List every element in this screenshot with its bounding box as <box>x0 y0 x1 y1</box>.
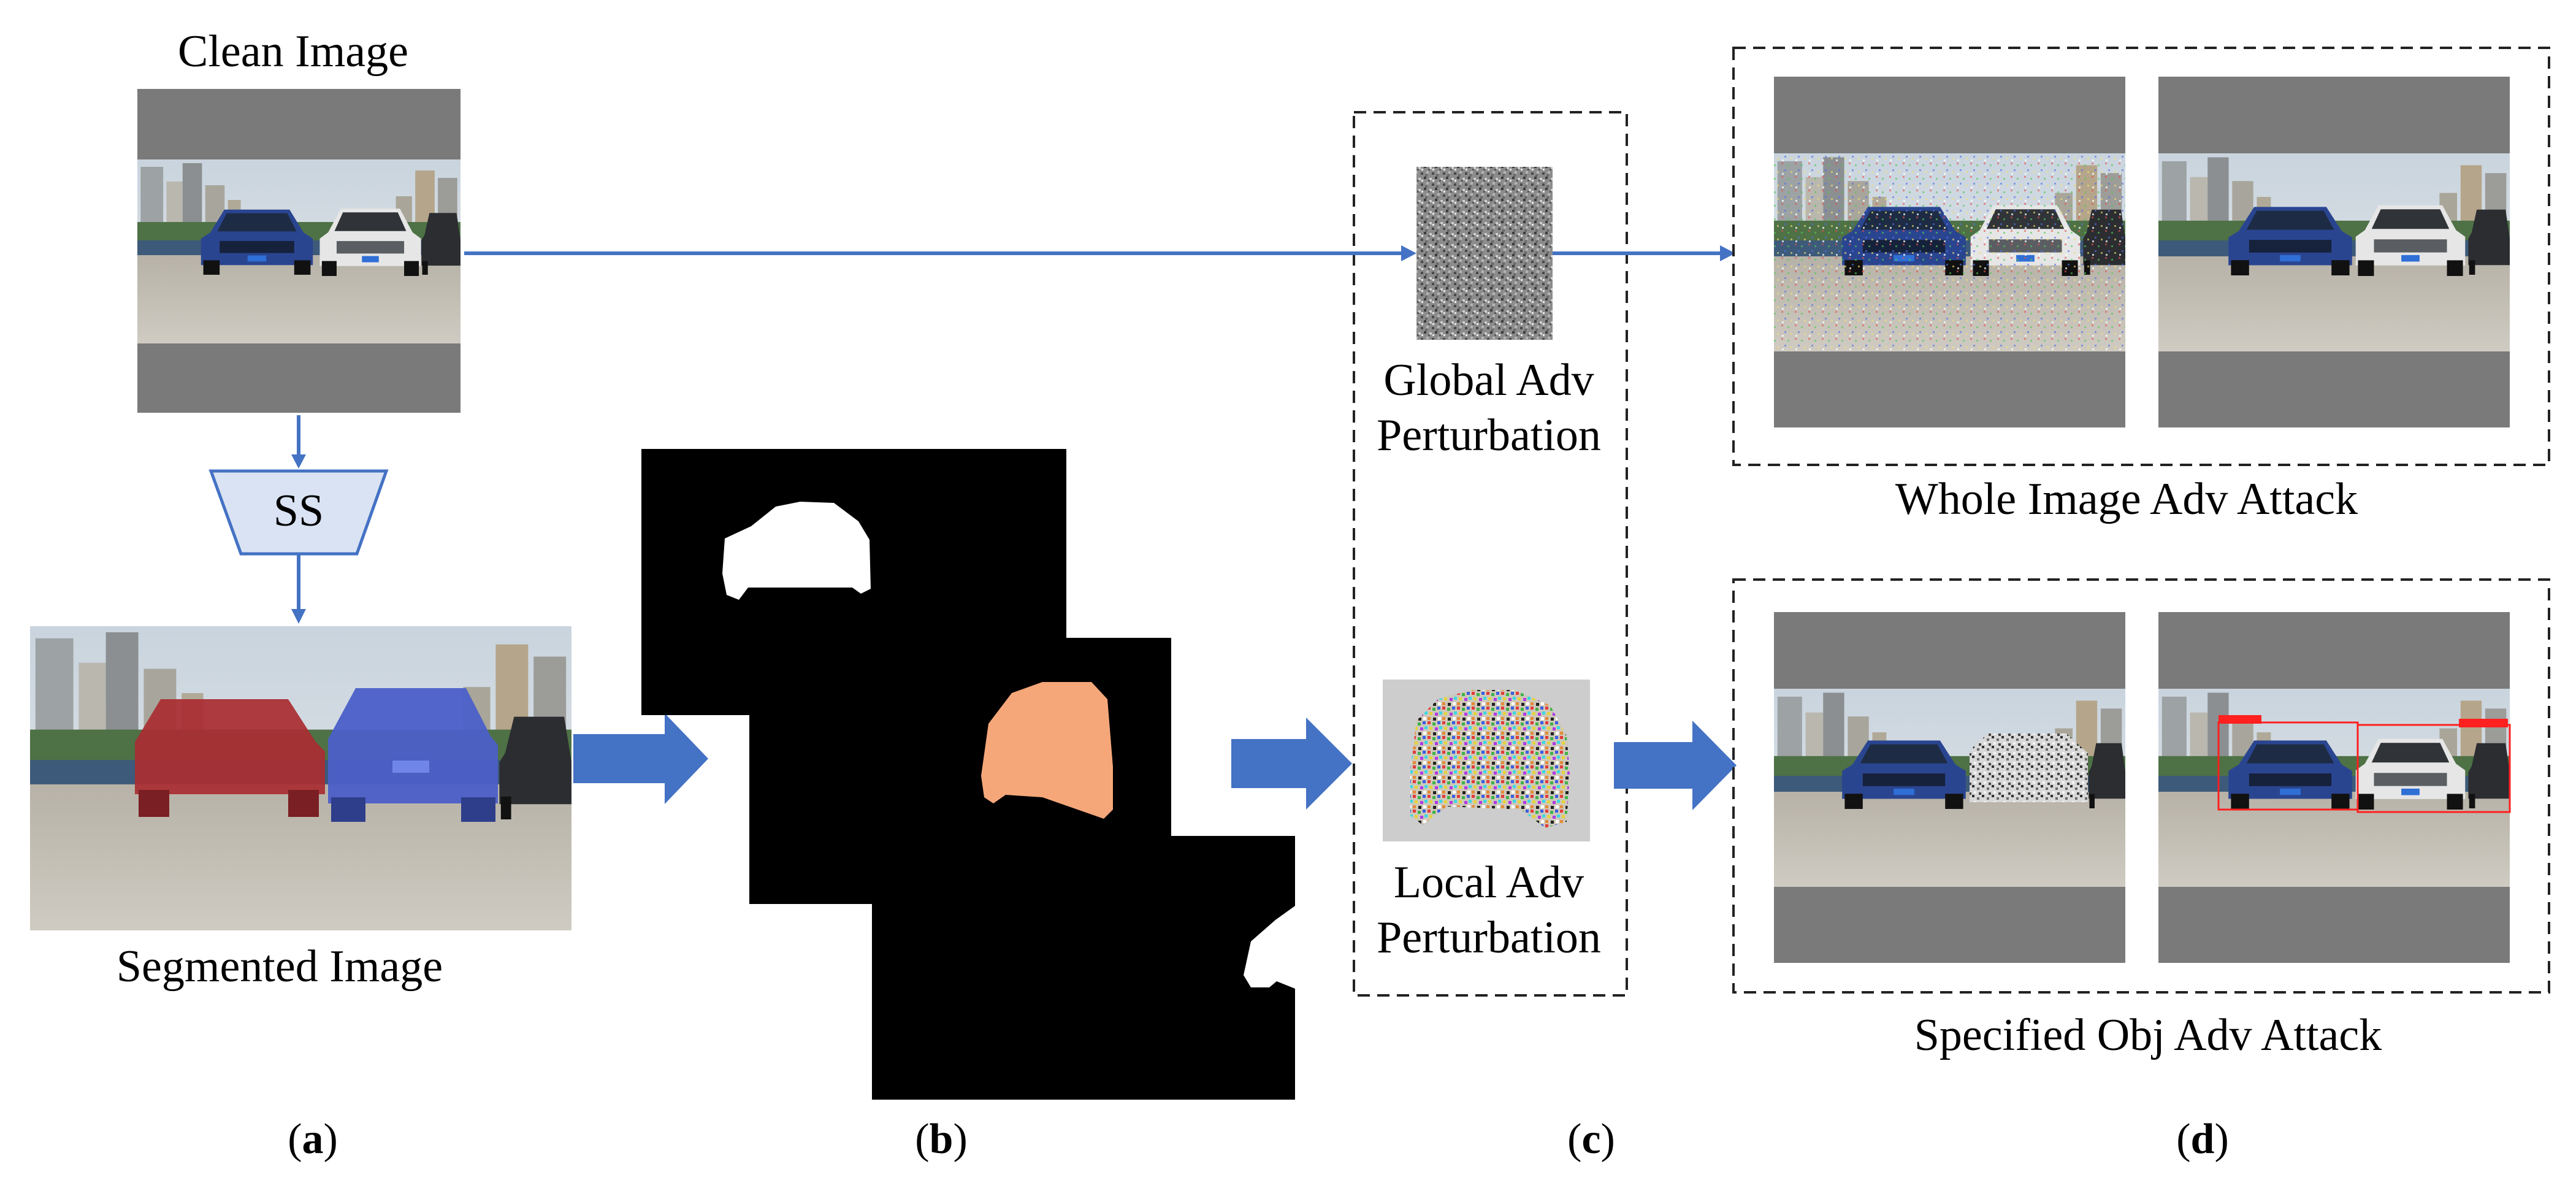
whole-attack-noisy-image <box>1774 77 2125 427</box>
mask-stack <box>641 449 1295 1100</box>
block-arrow-b-to-c <box>1231 718 1352 810</box>
arrow-head <box>1720 245 1735 261</box>
svg-text:(a): (a) <box>288 1116 338 1163</box>
specified-attack-result-image <box>2158 612 2511 963</box>
perturbation-box <box>1353 111 1628 997</box>
specified-attack-noisy-image <box>1774 612 2125 963</box>
global-perturbation-noise <box>1416 167 1553 340</box>
segmented-image <box>30 626 571 930</box>
whole-attack-result-image <box>2158 77 2510 427</box>
arrow-head <box>1401 245 1416 261</box>
global-perturbation-label-1: Global Adv <box>1383 355 1594 405</box>
local-perturbation-noise <box>1383 680 1590 841</box>
specified-attack-label: Specified Obj Adv Attack <box>1914 1010 2382 1060</box>
panel-label-c: (c) <box>1567 1116 1615 1163</box>
detection-tag <box>2219 715 2261 724</box>
ss-label: SS <box>273 486 324 536</box>
whole-attack-box <box>1732 47 2550 466</box>
specified-attack-box <box>1732 578 2550 994</box>
clean-image <box>137 89 461 413</box>
whole-attack-label: Whole Image Adv Attack <box>1895 474 2358 524</box>
svg-text:(d): (d) <box>2176 1116 2229 1163</box>
ss-module <box>208 469 389 556</box>
clean-image-label: Clean Image <box>178 26 408 77</box>
panel-letter: a <box>302 1116 324 1163</box>
arrow-head <box>291 454 306 469</box>
panel-label-b: (b) <box>915 1116 968 1163</box>
panel-label-a: (a) <box>288 1116 338 1163</box>
global-perturbation-label-2: Perturbation <box>1377 410 1601 461</box>
panel-letter: c <box>1581 1116 1600 1163</box>
panel-label-d: (d) <box>2176 1116 2229 1163</box>
block-arrow-c-to-d <box>1614 721 1737 810</box>
mask-edge-car <box>872 836 1295 1100</box>
panel-letter: b <box>930 1116 954 1163</box>
svg-text:(c): (c) <box>1567 1116 1615 1163</box>
detection-tag <box>2459 719 2508 727</box>
detection-box <box>2356 724 2511 813</box>
segmented-image-label: Segmented Image <box>117 941 443 992</box>
local-perturbation-label-1: Local Adv <box>1394 857 1584 908</box>
svg-text:(b): (b) <box>915 1116 968 1163</box>
block-arrow-a-to-b <box>573 713 708 804</box>
panel-letter: d <box>2191 1116 2215 1163</box>
local-perturbation-label-2: Perturbation <box>1377 913 1601 963</box>
arrow-head <box>291 609 306 624</box>
